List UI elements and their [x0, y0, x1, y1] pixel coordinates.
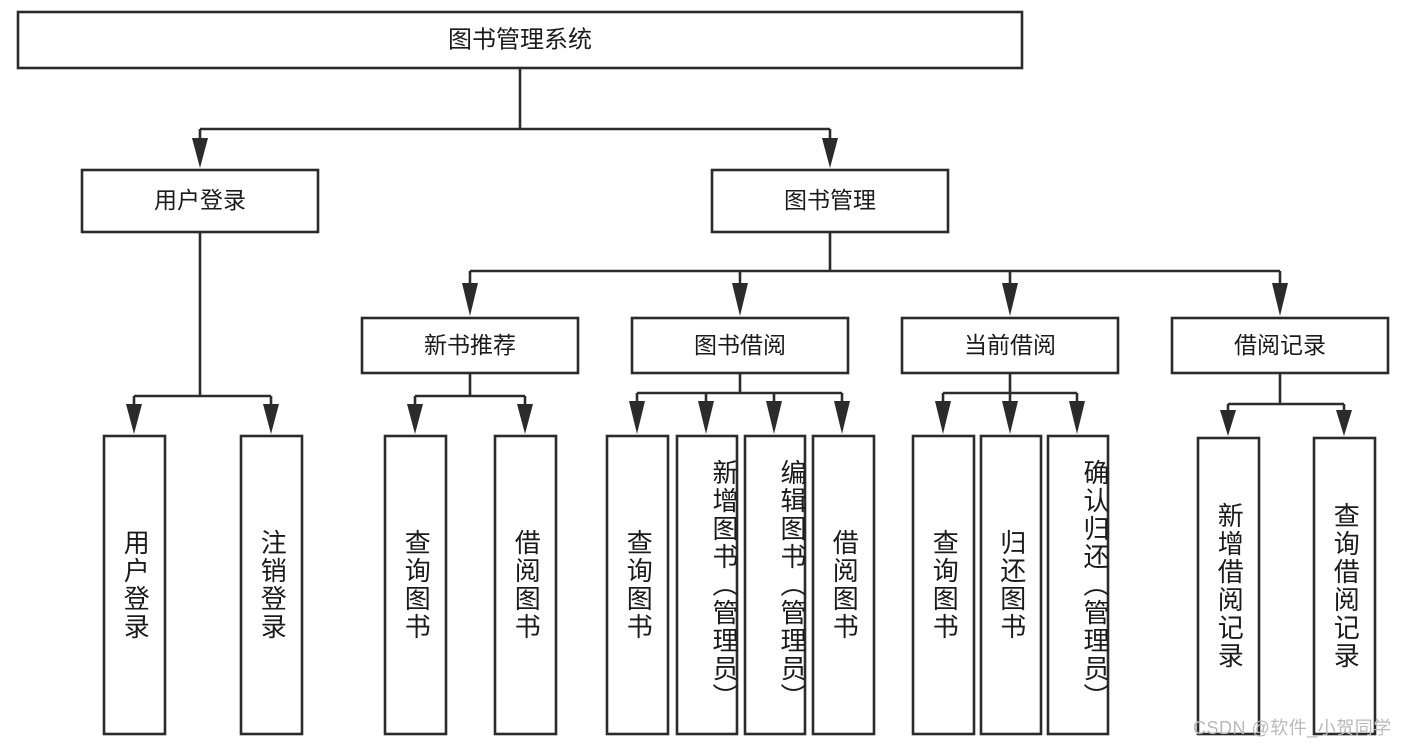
node-leaf-user-logout-box[interactable] [239, 434, 304, 736]
node-book-management-box[interactable] [710, 168, 950, 234]
node-leaf-query-record-box[interactable] [1312, 436, 1377, 736]
arrowhead-new-book-recommend [462, 283, 478, 316]
arrowhead-leaf-return-book [1002, 401, 1018, 434]
connector-currentborrow-to-leaves [935, 373, 1085, 434]
node-leaf-query-book-1[interactable] [383, 434, 448, 736]
arrowhead-leaf-borrow-book-2 [834, 401, 850, 434]
connector-bookmgmt-to-level3 [462, 232, 1288, 316]
node-leaf-query-book-3[interactable] [911, 434, 976, 736]
node-new-book-recommend-box[interactable] [360, 316, 580, 375]
node-new-book-recommend[interactable]: 新书推荐 [360, 316, 580, 375]
node-user-login-label: 用户登录 [154, 187, 246, 213]
node-leaf-query-record[interactable] [1312, 436, 1377, 736]
node-leaf-add-book[interactable] [675, 434, 739, 736]
arrowhead-leaf-query-book-3 [935, 401, 951, 434]
node-leaf-user-logout[interactable] [239, 434, 304, 736]
node-leaf-borrow-book-2[interactable] [811, 434, 876, 736]
node-leaf-query-book-1-box[interactable] [383, 434, 448, 736]
arrowhead-leaf-user-login [126, 404, 142, 434]
arrowhead-leaf-add-book [698, 401, 714, 434]
arrowhead-book-management [822, 138, 838, 168]
node-leaf-confirm-return-box[interactable] [1046, 434, 1110, 736]
node-borrow-record[interactable]: 借阅记录 [1170, 316, 1390, 375]
node-book-borrow-label: 图书借阅 [694, 332, 786, 358]
node-book-management[interactable]: 图书管理 [710, 168, 950, 234]
node-leaf-add-record-box[interactable] [1196, 436, 1261, 736]
node-leaf-borrow-book-1[interactable] [493, 434, 558, 736]
connector-bookborrow-to-leaves [629, 373, 850, 434]
node-leaf-borrow-book-2-box[interactable] [811, 434, 876, 736]
connector-borrowrecord-to-leaves [1220, 373, 1352, 436]
connector-newbook-to-leaves [407, 373, 533, 434]
node-leaf-add-book-box[interactable] [675, 434, 739, 736]
node-root-box[interactable] [16, 10, 1024, 70]
node-book-borrow-box[interactable] [630, 316, 850, 375]
connector-userlogin-to-leaves [126, 232, 279, 434]
node-new-book-recommend-label: 新书推荐 [424, 332, 516, 358]
arrowhead-leaf-query-record [1336, 410, 1352, 436]
node-user-login-box[interactable] [80, 168, 320, 234]
arrowhead-leaf-confirm-return [1069, 401, 1085, 434]
node-leaf-return-book[interactable] [979, 434, 1043, 736]
arrowhead-leaf-add-record [1220, 410, 1236, 436]
node-borrow-record-label: 借阅记录 [1234, 332, 1326, 358]
arrowhead-leaf-query-book-1 [407, 404, 423, 434]
node-leaf-user-login-box[interactable] [102, 434, 167, 736]
arrowhead-current-borrow [1002, 283, 1018, 316]
node-current-borrow-label: 当前借阅 [964, 332, 1056, 358]
arrowhead-borrow-record [1272, 283, 1288, 316]
node-book-borrow[interactable]: 图书借阅 [630, 316, 850, 375]
connector-root-to-level2 [192, 68, 838, 168]
arrowhead-user-login [192, 138, 208, 168]
arrowhead-leaf-borrow-book-1 [517, 404, 533, 434]
node-leaf-borrow-book-1-box[interactable] [493, 434, 558, 736]
node-leaf-user-login[interactable] [102, 434, 167, 736]
node-user-login[interactable]: 用户登录 [80, 168, 320, 234]
node-book-management-label: 图书管理 [784, 187, 876, 213]
node-root-label: 图书管理系统 [448, 26, 592, 53]
node-leaf-query-book-3-box[interactable] [911, 434, 976, 736]
node-root[interactable]: 图书管理系统 [16, 10, 1024, 70]
node-borrow-record-box[interactable] [1170, 316, 1390, 375]
arrowhead-leaf-query-book-2 [629, 401, 645, 434]
node-leaf-query-book-2-box[interactable] [605, 434, 670, 736]
node-leaf-edit-book[interactable] [743, 434, 807, 736]
node-leaf-edit-book-box[interactable] [743, 434, 807, 736]
node-leaf-confirm-return[interactable] [1046, 434, 1110, 736]
arrowhead-leaf-user-logout [263, 404, 279, 434]
node-current-borrow-box[interactable] [900, 316, 1120, 375]
node-leaf-query-book-2[interactable] [605, 434, 670, 736]
arrowhead-book-borrow [732, 283, 748, 316]
node-leaf-return-book-box[interactable] [979, 434, 1043, 736]
node-current-borrow[interactable]: 当前借阅 [900, 316, 1120, 375]
arrowhead-leaf-edit-book [766, 401, 782, 434]
node-leaf-add-record[interactable] [1196, 436, 1261, 736]
